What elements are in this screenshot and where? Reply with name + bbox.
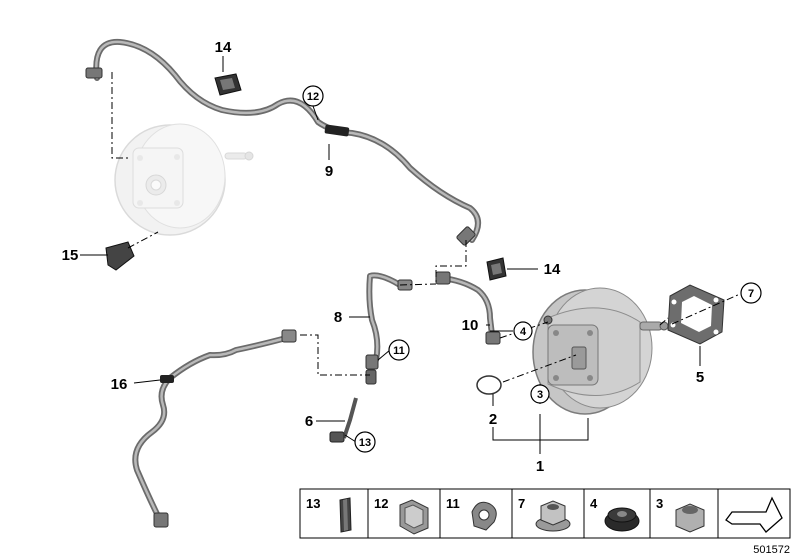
svg-text:13: 13: [306, 496, 320, 511]
callout-15: 15: [62, 247, 79, 264]
callout-8: 8: [334, 309, 342, 326]
callout-16: 16: [111, 376, 128, 393]
legend-item-13: 13: [306, 496, 352, 533]
callout-10: 10: [462, 317, 479, 334]
gasket: [667, 284, 725, 345]
callout-7: 7: [748, 288, 754, 300]
legend-item-12: 12: [374, 496, 429, 535]
svg-text:4: 4: [590, 496, 598, 511]
document-number: 501572: [753, 544, 790, 556]
callout-14-lower: 14: [544, 261, 561, 278]
callout-9: 9: [325, 163, 333, 180]
sleeve-icon: [339, 497, 352, 533]
callout-12: 12: [307, 91, 319, 103]
hex-nut-icon: [675, 503, 705, 533]
o-ring: [476, 375, 502, 395]
legend-item-4: 4: [590, 496, 640, 532]
callout-1: 1: [536, 458, 544, 475]
faded-brake-booster: [114, 123, 254, 236]
brake-booster: [532, 287, 669, 415]
svg-text:12: 12: [374, 496, 388, 511]
grommet-icon: [604, 507, 640, 532]
pressure-sensor: [329, 397, 358, 443]
callout-14-upper: 14: [215, 39, 232, 56]
bracket-15: [105, 241, 135, 271]
callout-6: 6: [305, 413, 313, 430]
vacuum-line-16: [132, 329, 297, 528]
holder-14-upper: [214, 73, 242, 96]
holder-14-lower: [486, 257, 507, 281]
clip-icon: [399, 499, 429, 535]
callout-3: 3: [537, 389, 543, 401]
callout-2: 2: [489, 411, 497, 428]
flange-nut-icon: [535, 500, 571, 532]
hose-clip-icon: [471, 501, 497, 531]
callout-4: 4: [520, 326, 527, 338]
legend-item-11: 11: [446, 496, 497, 531]
legend-item-3: 3: [656, 496, 705, 533]
svg-text:7: 7: [518, 496, 525, 511]
vacuum-line-10: [435, 271, 501, 345]
vacuum-line-8: [365, 272, 413, 385]
parts-legend: 13 12 11 7: [299, 488, 791, 539]
svg-text:11: 11: [446, 496, 460, 511]
legend-item-7: 7: [518, 496, 571, 532]
svg-text:3: 3: [656, 496, 663, 511]
callout-11: 11: [393, 345, 405, 357]
vacuum-line-9: [85, 38, 481, 246]
arrow-icon: [725, 496, 783, 533]
callout-5: 5: [696, 369, 704, 386]
callout-13: 13: [359, 437, 371, 449]
